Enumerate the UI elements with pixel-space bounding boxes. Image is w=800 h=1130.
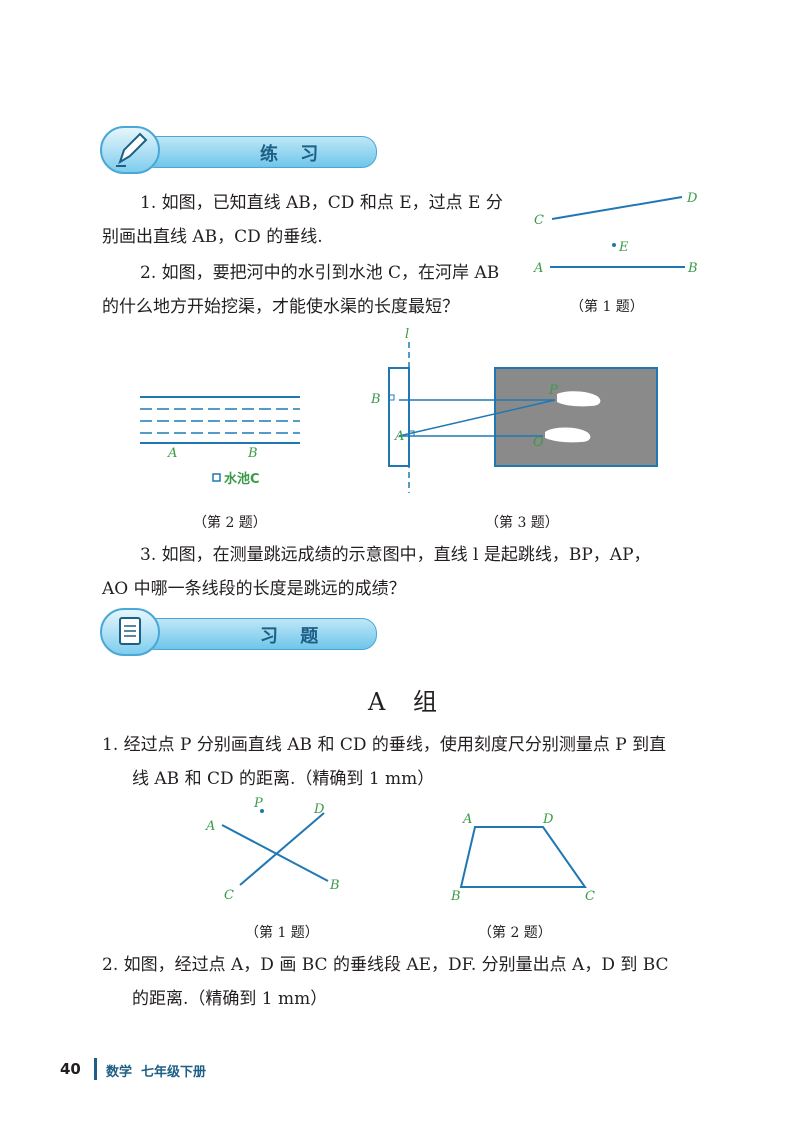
takeoff-board [388, 367, 410, 467]
exercises-title: 习 题 [260, 626, 327, 647]
segment-ap [398, 399, 556, 437]
banner-bar [140, 136, 377, 168]
label-c: C [224, 888, 234, 903]
line-cd [239, 812, 325, 886]
label-a: A [394, 429, 404, 444]
point-p [260, 809, 264, 813]
practice-q2-line1: 2. 如图，要把河中的水引到水池 C，在河岸 AB [140, 263, 500, 283]
label-c: C [534, 213, 544, 228]
practice-q2-line2: 的什么地方开始挖渠，才能使水渠的长度最短？ [102, 297, 459, 317]
figure-practice-3: l P B A O [370, 328, 658, 493]
group-title: A 组 [368, 688, 447, 716]
label-l: l [405, 328, 409, 342]
caption-practice-3: （第 3 题） [485, 515, 559, 531]
label-a: A [462, 812, 472, 827]
figure-exercise-1: P A B C D [205, 796, 340, 903]
footprint-icon [545, 391, 601, 443]
line-ab [221, 824, 329, 882]
label-o: O [533, 435, 544, 450]
label-b: B [687, 261, 698, 276]
practice-q1-line1: 1. 如图，已知直线 AB，CD 和点 E，过点 E 分 [140, 193, 503, 213]
label-p: P [253, 796, 263, 811]
caption-practice-1: （第 1 题） [570, 299, 644, 315]
caption-practice-2: （第 2 题） [193, 515, 267, 531]
line-cd [551, 196, 683, 220]
label-b: B [329, 878, 340, 893]
book-title: 数学 七年级下册 [106, 1065, 207, 1080]
label-b: B [370, 392, 381, 407]
practice-q1-line2: 别画出直线 AB，CD 的垂线. [102, 227, 323, 247]
practice-q3-line1: 3. 如图，在测量跳远成绩的示意图中，直线 l 是起跳线，BP，AP， [140, 545, 651, 565]
exercise-q1-line2: 线 AB 和 CD 的距离.（精确到 1 mm） [132, 769, 435, 789]
figure-exercise-2: A D B C [450, 812, 595, 904]
label-p: P [548, 383, 558, 398]
label-a: A [205, 819, 215, 834]
page-number: 40 [60, 1060, 81, 1078]
label-a: A [167, 446, 177, 461]
trapezoid-abcd [459, 826, 587, 888]
label-c: C [585, 889, 595, 904]
sand-pit [494, 367, 658, 467]
label-a: A [533, 261, 543, 276]
practice-banner: 练 习 [100, 126, 380, 174]
exercise-q2-line1: 2. 如图，经过点 A，D 画 BC 的垂线段 AE，DF. 分别量出点 A，D… [102, 955, 669, 975]
practice-title: 练 习 [260, 144, 327, 165]
label-b: B [450, 889, 461, 904]
pencil-icon [100, 126, 160, 174]
label-b: B [247, 446, 258, 461]
exercises-banner: 习 题 [100, 608, 380, 656]
notebook-icon [100, 608, 160, 656]
caption-exercise-2: （第 2 题） [478, 925, 552, 941]
pool-marker [212, 473, 221, 482]
exercise-q2-line2: 的距离.（精确到 1 mm） [132, 989, 328, 1009]
exercise-q1-line1: 1. 经过点 P 分别画直线 AB 和 CD 的垂线，使用刻度尺分别测量点 P … [102, 735, 667, 755]
figure-practice-2: A B 水池C [140, 396, 300, 487]
figure-practice-1: C D E A B [533, 191, 698, 276]
banner-bar [140, 618, 377, 650]
right-angle-a [408, 430, 415, 437]
label-d: D [686, 191, 698, 206]
right-angle-b [388, 394, 395, 401]
caption-exercise-1: （第 1 题） [245, 925, 319, 941]
point-e [612, 243, 616, 247]
label-pool: 水池C [224, 471, 260, 487]
practice-q3-line2: AO 中哪一条线段的长度是跳远的成绩？ [102, 579, 406, 599]
label-e: E [618, 240, 629, 255]
label-d: D [313, 802, 325, 817]
footer-divider [94, 1058, 97, 1080]
label-d: D [542, 812, 554, 827]
